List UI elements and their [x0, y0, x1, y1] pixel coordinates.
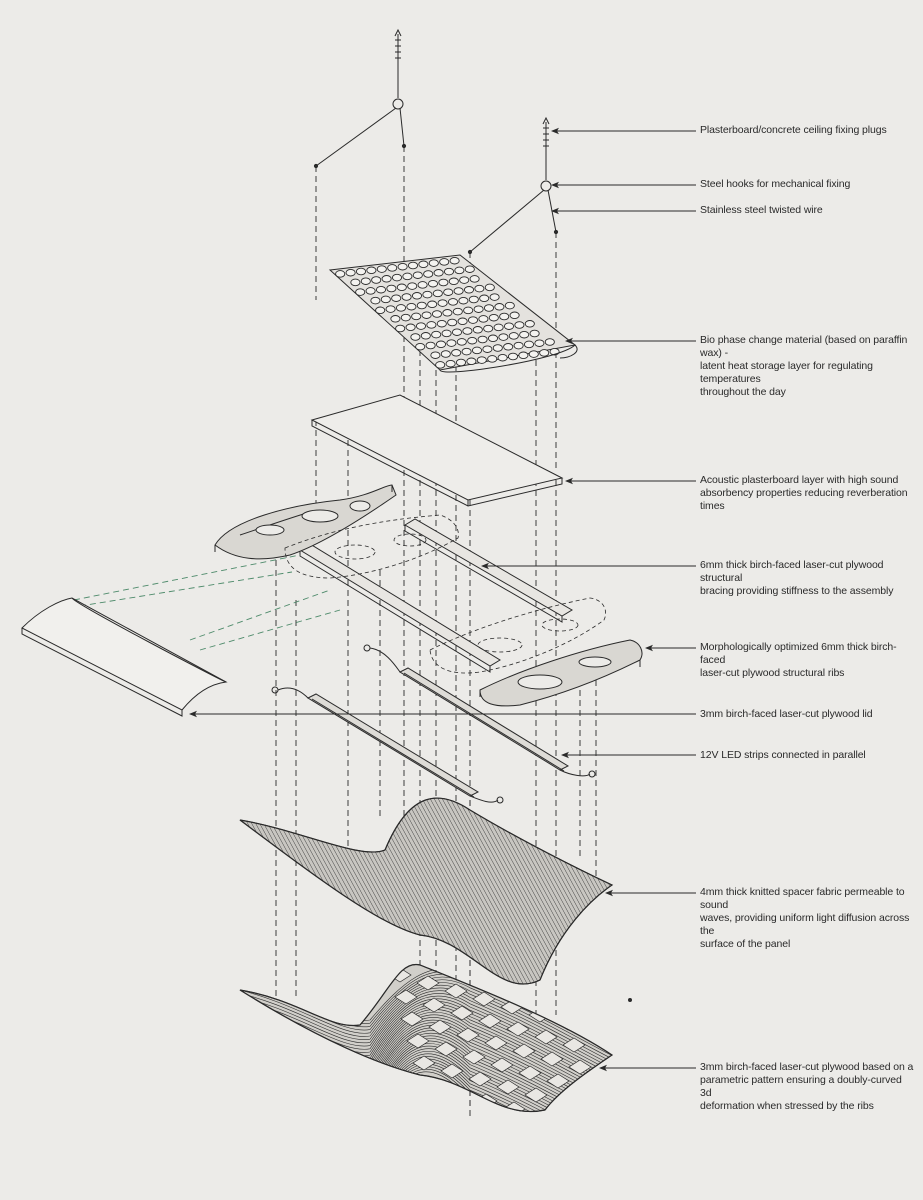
- led-strip-right: [363, 644, 596, 778]
- acoustic-plasterboard: [310, 394, 564, 507]
- label-steel-hooks: Steel hooks for mechanical fixing: [700, 178, 851, 190]
- label-spacer-fabric: 4mm thick knitted spacer fabric permeabl…: [700, 886, 910, 950]
- steel-hook-right: [540, 150, 552, 192]
- plywood-rib-left-dashed: [284, 514, 459, 579]
- parametric-plywood-layer: [239, 963, 614, 1113]
- ceiling-plug-right: [542, 116, 550, 150]
- plywood-rib-right: [479, 639, 643, 707]
- label-plywood-lid: 3mm birch-faced laser-cut plywood lid: [700, 708, 873, 720]
- steel-hook-left: [392, 62, 404, 110]
- label-twisted-wire: Stainless steel twisted wire: [700, 204, 823, 216]
- plywood-rib-left: [214, 484, 397, 560]
- led-strip-left: [271, 686, 504, 804]
- twisted-wire-right: [467, 189, 559, 255]
- label-structural-ribs: Morphologically optimized 6mm thick birc…: [700, 641, 897, 679]
- leader-lines: [189, 127, 696, 1072]
- twisted-wire-left: [313, 107, 407, 169]
- label-phase-change-material: Bio phase change material (based on para…: [700, 334, 908, 398]
- label-led-strips: 12V LED strips connected in parallel: [700, 749, 866, 761]
- label-parametric-plywood: 3mm birch-faced laser-cut plywood based …: [700, 1061, 914, 1112]
- ceiling-plug-left: [394, 28, 402, 62]
- label-ceiling-fixing-plugs: Plasterboard/concrete ceiling fixing plu…: [700, 124, 887, 136]
- lid-alignment-lines: [73, 554, 341, 651]
- reference-dot: [628, 998, 632, 1002]
- label-acoustic-plasterboard: Acoustic plasterboard layer with high so…: [700, 474, 908, 512]
- label-plywood-bracing: 6mm thick birch-faced laser-cut plywood …: [700, 559, 894, 597]
- plywood-lid: [21, 597, 228, 717]
- plywood-rib-right-dashed: [429, 597, 607, 674]
- phase-change-material-layer: [328, 254, 578, 373]
